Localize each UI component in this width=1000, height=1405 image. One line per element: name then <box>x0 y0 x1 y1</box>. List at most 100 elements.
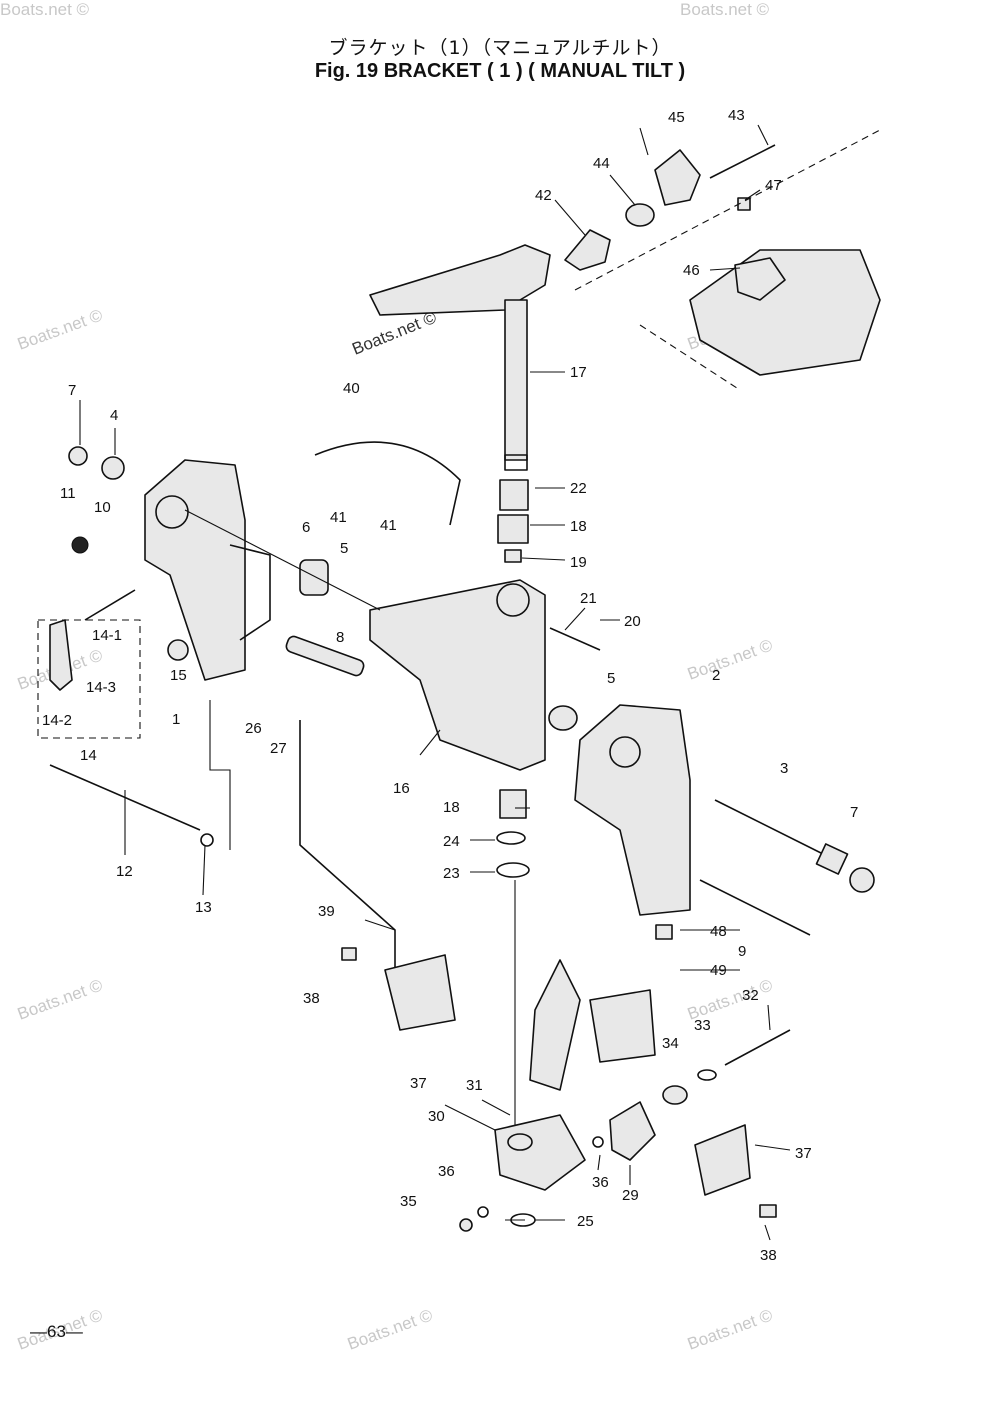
callout-label: 23 <box>443 865 460 882</box>
washer <box>697 1069 717 1081</box>
callout-label: 3 <box>780 760 788 777</box>
o-ring <box>496 831 526 845</box>
stern-bracket-left <box>144 459 246 681</box>
callout-label: 5 <box>607 670 615 687</box>
nut <box>68 446 88 466</box>
alignment-line <box>574 129 881 291</box>
callout-label: 7 <box>68 382 76 399</box>
nut <box>849 867 875 893</box>
stern-bracket-right <box>574 704 691 916</box>
lead-line <box>184 509 381 611</box>
tilt-rib <box>229 544 271 641</box>
kit-boundary <box>37 619 141 739</box>
lever <box>49 619 73 691</box>
callout-label: 10 <box>94 499 111 516</box>
page-number: —63— <box>30 1322 83 1341</box>
callout-label: 18 <box>443 799 460 816</box>
spring <box>84 589 136 621</box>
callout-label: 36 <box>592 1174 609 1191</box>
stern-bracket-right-group <box>49 700 875 940</box>
mount-rubber <box>564 229 611 271</box>
callout-label: 47 <box>765 177 782 194</box>
mount-collar <box>625 203 655 227</box>
figure-title-japanese: ブラケット（1）（マニュアルチルト） <box>328 37 672 59</box>
callout-label: 44 <box>593 155 610 172</box>
bushing <box>299 559 329 596</box>
collar <box>662 1085 688 1105</box>
callout-label: 5 <box>340 540 348 557</box>
callout-label: 4 <box>110 407 118 424</box>
callout-label: 49 <box>710 962 727 979</box>
wire <box>314 441 461 526</box>
bushing <box>499 789 527 819</box>
callout-label: 12 <box>116 863 133 880</box>
callout-label: 38 <box>303 990 320 1007</box>
upper-mount-clamp <box>734 257 786 301</box>
lower-mount-bore <box>507 1133 533 1151</box>
washer <box>477 1206 489 1218</box>
callout-label: 36 <box>438 1163 455 1180</box>
callout-label: 27 <box>270 740 287 757</box>
callout-label: 29 <box>622 1187 639 1204</box>
callout-label: 22 <box>570 480 587 497</box>
callout-label: 11 <box>60 485 76 502</box>
callout-label: 1 <box>172 711 180 728</box>
callout-label: 34 <box>662 1035 679 1052</box>
through-bolt <box>699 879 811 936</box>
callout-label: 39 <box>318 903 335 920</box>
lower-mount-bracket <box>494 1114 586 1191</box>
washer <box>496 862 530 878</box>
callout-label: 37 <box>410 1075 427 1092</box>
tilt-bolt <box>714 799 836 861</box>
bushing <box>548 705 578 731</box>
callout-label: 33 <box>694 1017 711 1034</box>
callout-label: 9 <box>738 943 746 960</box>
callout-label: 21 <box>580 590 597 607</box>
nut <box>71 536 89 554</box>
lower-mount-rubber <box>589 989 656 1063</box>
mount-cover <box>694 1124 751 1196</box>
mount-cover <box>654 149 701 206</box>
bolt <box>759 1204 777 1218</box>
engine-lower-case <box>689 249 881 376</box>
callout-label: 7 <box>850 804 858 821</box>
steering-bracket <box>369 244 551 316</box>
bracket-bore <box>155 495 189 529</box>
callout-label: 19 <box>570 554 587 571</box>
washer <box>592 1136 604 1148</box>
block <box>655 924 673 940</box>
callout-label: 31 <box>466 1077 483 1094</box>
callout-label: 16 <box>393 780 410 797</box>
callout-label: 14-1 <box>92 627 122 644</box>
nut <box>101 456 125 480</box>
callout-label: 2 <box>712 667 720 684</box>
callout-label: 15 <box>170 667 187 684</box>
callout-label: 42 <box>535 187 552 204</box>
mount-bolt <box>724 1029 791 1066</box>
steering-shaft-spline <box>504 454 528 471</box>
spring <box>549 627 601 651</box>
callout-label: 6 <box>302 519 310 536</box>
wire-run <box>299 720 396 970</box>
steering-shaft <box>504 299 528 461</box>
callout-label: 8 <box>336 629 344 646</box>
swivel-bracket <box>369 579 546 771</box>
callout-label: 13 <box>195 899 212 916</box>
callout-label: 43 <box>728 107 745 124</box>
upper-mount-bolt <box>709 144 776 179</box>
callout-label: 14-2 <box>42 712 72 729</box>
stern-bracket-left-group <box>37 446 365 739</box>
mount-cover <box>384 954 456 1031</box>
callout-label: 30 <box>428 1108 445 1125</box>
callout-label: 40 <box>343 380 360 397</box>
callout-label: 35 <box>400 1193 417 1210</box>
bracket-bushing <box>167 639 189 661</box>
steering-bracket-group <box>369 129 881 471</box>
swivel-bore <box>496 583 530 617</box>
callout-label: 18 <box>570 518 587 535</box>
nut <box>459 1218 473 1232</box>
callout-label: 37 <box>795 1145 812 1162</box>
bushing <box>497 514 529 544</box>
